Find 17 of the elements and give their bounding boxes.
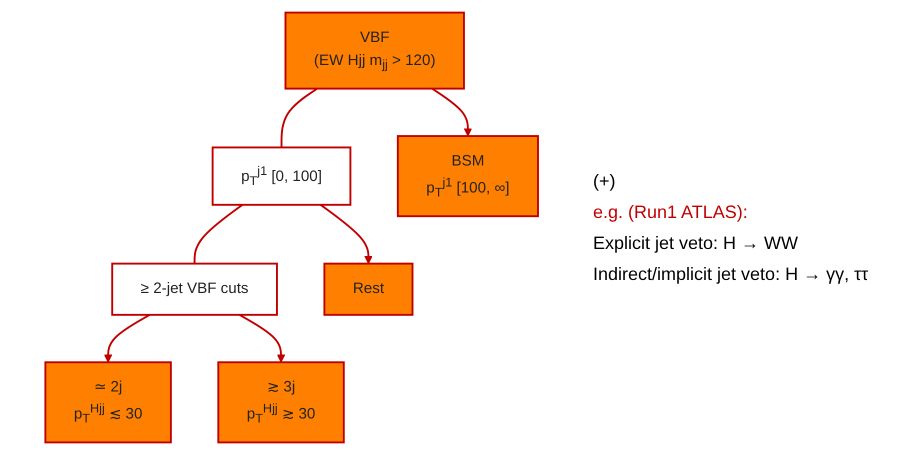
node-box: BSM p$_{T}$$^{j1}$ [100, ∞] [396, 135, 539, 218]
arrow [320, 204, 372, 264]
note-text: Indirect/implicit jet veto: H → γγ, ττ [593, 264, 870, 284]
connector [280, 88, 318, 148]
node-box: VBF (EW Hjj m$_{jj}$ > 120) [284, 12, 465, 90]
node-box: ≥ 2-jet VBF cuts [111, 262, 278, 316]
arrow [104, 314, 150, 363]
note-text: e.g. (Run1 ATLAS): [593, 202, 749, 222]
note-text: (+) [593, 170, 616, 192]
arrow [431, 88, 472, 136]
arrow [238, 314, 286, 363]
node-box: ≃ 2j p$_{T}$$^{Hjj}$ ≲ 30 [44, 361, 172, 444]
node-box: p$_{T}$$^{j1}$ [0, 100] [211, 146, 352, 206]
note-text: Explicit jet veto: H → WW [593, 232, 800, 254]
node-box: Rest [323, 262, 414, 316]
connector [193, 204, 243, 264]
node-box: ≳ 3j p$_{T}$$^{Hjj}$ ≳ 30 [217, 361, 345, 444]
